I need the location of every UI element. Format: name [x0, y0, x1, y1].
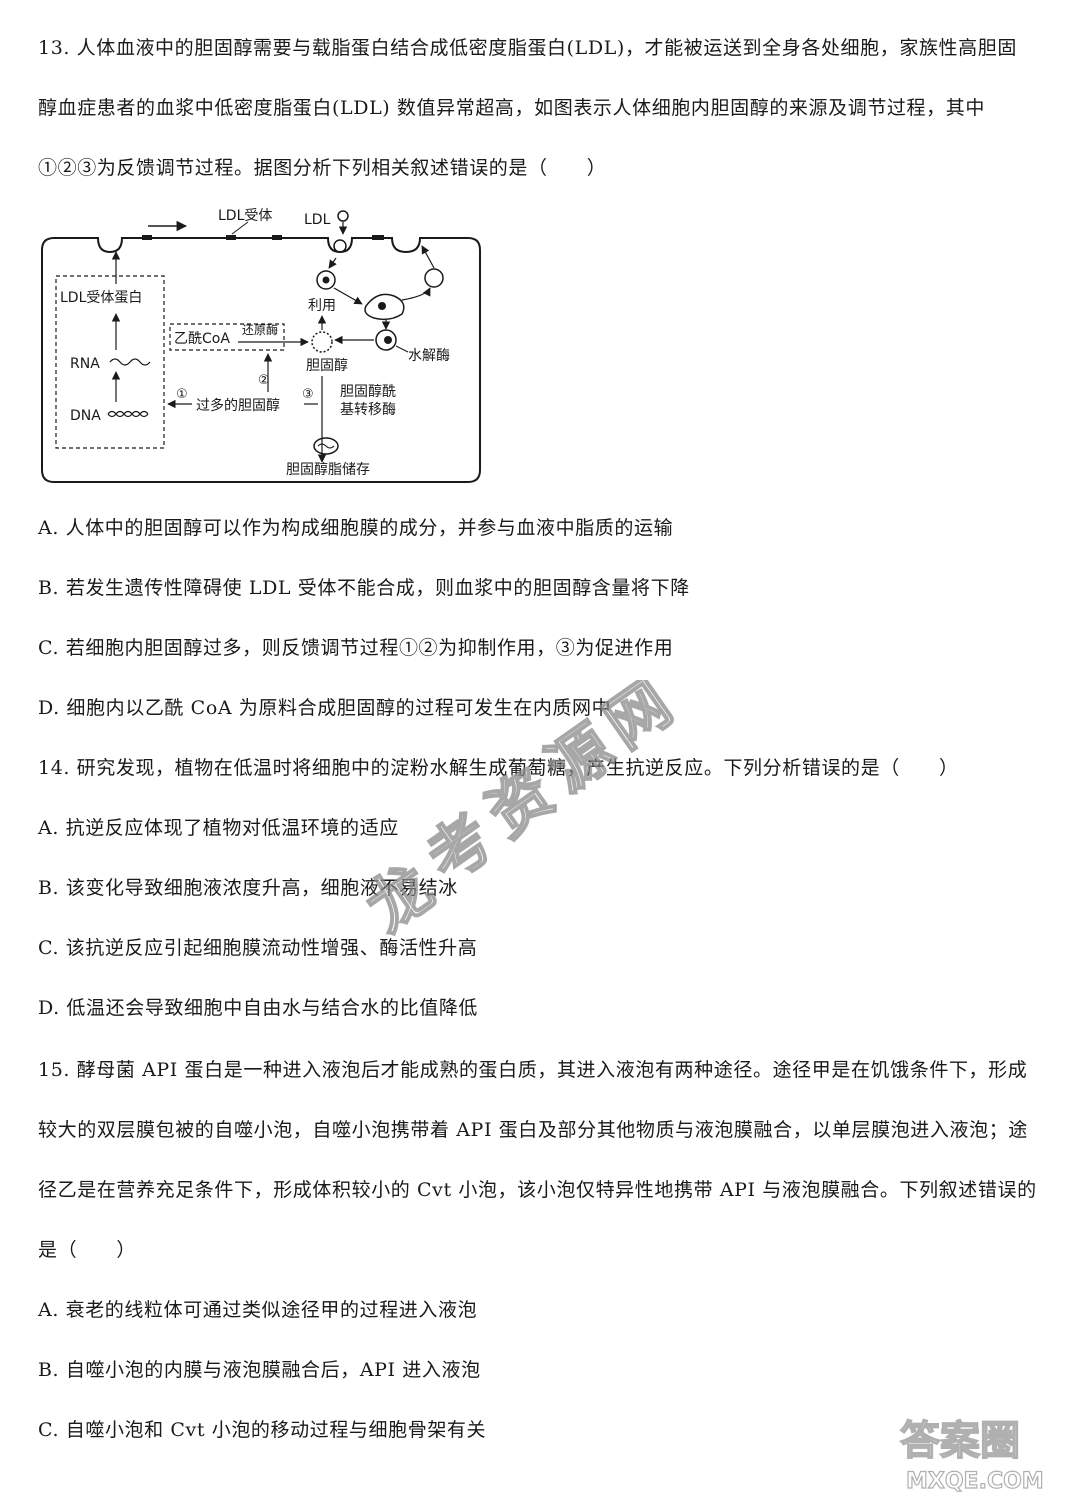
label-cholesterol: 胆固醇: [306, 357, 348, 374]
logo-text: 答案圈: [900, 1418, 1020, 1464]
label-acetyl-coa: 乙酰CoA: [174, 331, 230, 347]
label-feedback-1: ①: [176, 387, 188, 402]
receptor-pointer: [231, 221, 249, 235]
label-reductase: 还原酶: [242, 322, 278, 337]
q14-option-c: C. 该抗逆反应引起细胞膜流动性增强、酶活性升高: [38, 937, 478, 959]
q14-option-a: A. 抗逆反应体现了植物对低温环境的适应: [38, 817, 399, 839]
lipid-droplet: [313, 437, 339, 455]
q13-stem-line-3: ①②③为反馈调节过程。据图分析下列相关叙述错误的是（ ）: [38, 157, 607, 179]
q15-stem-line-3: 径乙是在营养充足条件下，形成体积较小的 Cvt 小泡，该小泡仅特异性地携带 AP…: [38, 1179, 1037, 1201]
label-excess-cholesterol: 过多的胆固醇: [196, 397, 280, 414]
q14-stem: 14. 研究发现，植物在低温时将细胞中的淀粉水解生成葡萄糖，产生抗逆反应。下列分…: [38, 757, 959, 779]
label-ester-storage: 胆固醇脂储存: [286, 461, 370, 478]
lysosome: [375, 329, 397, 351]
label-ldl-receptor: LDL受体: [218, 208, 272, 224]
acetyl-coa-box: [169, 323, 285, 351]
cholesterol-pool: [311, 331, 333, 353]
label-hydrolase: 水解酶: [408, 348, 450, 364]
endosome: [364, 293, 405, 321]
logo-url: MXQE.COM: [906, 1469, 1044, 1494]
q14-option-b: B. 该变化导致细胞液浓度升高，细胞液不易结冰: [38, 877, 458, 899]
rna-strand: [109, 358, 151, 366]
q13-option-d: D. 细胞内以乙酰 CoA 为原料合成胆固醇的过程可发生在内质网中: [38, 697, 612, 719]
q13-option-b: B. 若发生遗传性障碍使 LDL 受体不能合成，则血浆中的胆固醇含量将下降: [38, 577, 690, 599]
label-feedback-3: ③: [302, 387, 314, 402]
q15-option-a: A. 衰老的线粒体可通过类似途径甲的过程进入液泡: [38, 1299, 478, 1321]
q15-stem-line-2: 较大的双层膜包被的自噬小泡，自噬小泡携带着 API 蛋白及部分其他物质与液泡膜融…: [38, 1119, 1028, 1141]
label-rna: RNA: [70, 356, 100, 372]
ldl-in-pit: [333, 239, 347, 253]
q15-stem-line-4: 是（ ）: [38, 1239, 137, 1261]
label-ldl: LDL: [304, 212, 331, 228]
q13-option-c: C. 若细胞内胆固醇过多，则反馈调节过程①②为抑制作用，③为促进作用: [38, 637, 674, 659]
vesicle-1: [316, 270, 336, 290]
q15-option-c: C. 自噬小泡和 Cvt 小泡的移动过程与细胞骨架有关: [38, 1419, 487, 1441]
label-receptor-protein: LDL受体蛋白: [60, 290, 142, 306]
q15-stem-line-1: 15. 酵母菌 API 蛋白是一种进入液泡后才能成熟的蛋白质，其进入液泡有两种途…: [38, 1059, 1028, 1081]
q15-option-b: B. 自噬小泡的内膜与液泡膜融合后，API 进入液泡: [38, 1359, 481, 1381]
receptor-mark: [226, 235, 236, 240]
cell-membrane: [41, 237, 481, 483]
label-acyltransferase-1: 胆固醇酰: [340, 383, 396, 400]
dna-strand: [107, 410, 149, 418]
q13-stem-line-2: 醇血症患者的血浆中低密度脂蛋白(LDL) 数值异常超高，如图表示人体细胞内胆固醇…: [38, 97, 985, 119]
q13-option-a: A. 人体中的胆固醇可以作为构成细胞膜的成分，并参与血液中脂质的运输: [38, 517, 674, 539]
label-acyltransferase-2: 基转移酶: [340, 401, 396, 418]
receptor-mark: [142, 235, 152, 240]
answer-circle-logo: 答案圈 MXQE.COM: [899, 1417, 1044, 1494]
q13-stem-line-1: 13. 人体血液中的胆固醇需要与载脂蛋白结合成低密度脂蛋白(LDL)，才能被运送…: [38, 37, 1017, 59]
ldl-particle: [337, 210, 349, 222]
q14-option-d: D. 低温还会导致细胞中自由水与结合水的比值降低: [38, 997, 479, 1019]
recycle-vesicle: [424, 268, 444, 288]
receptor-mark: [272, 235, 282, 240]
label-feedback-2: ②: [258, 373, 270, 388]
label-dna: DNA: [70, 408, 101, 424]
receptor-mark: [372, 235, 384, 240]
label-use: 利用: [308, 298, 336, 314]
cholesterol-regulation-diagram: LDL受体 LDL 水解酶 利用 胆固醇 乙酰CoA 还原酶 LDL受体蛋白 R…: [41, 208, 481, 483]
